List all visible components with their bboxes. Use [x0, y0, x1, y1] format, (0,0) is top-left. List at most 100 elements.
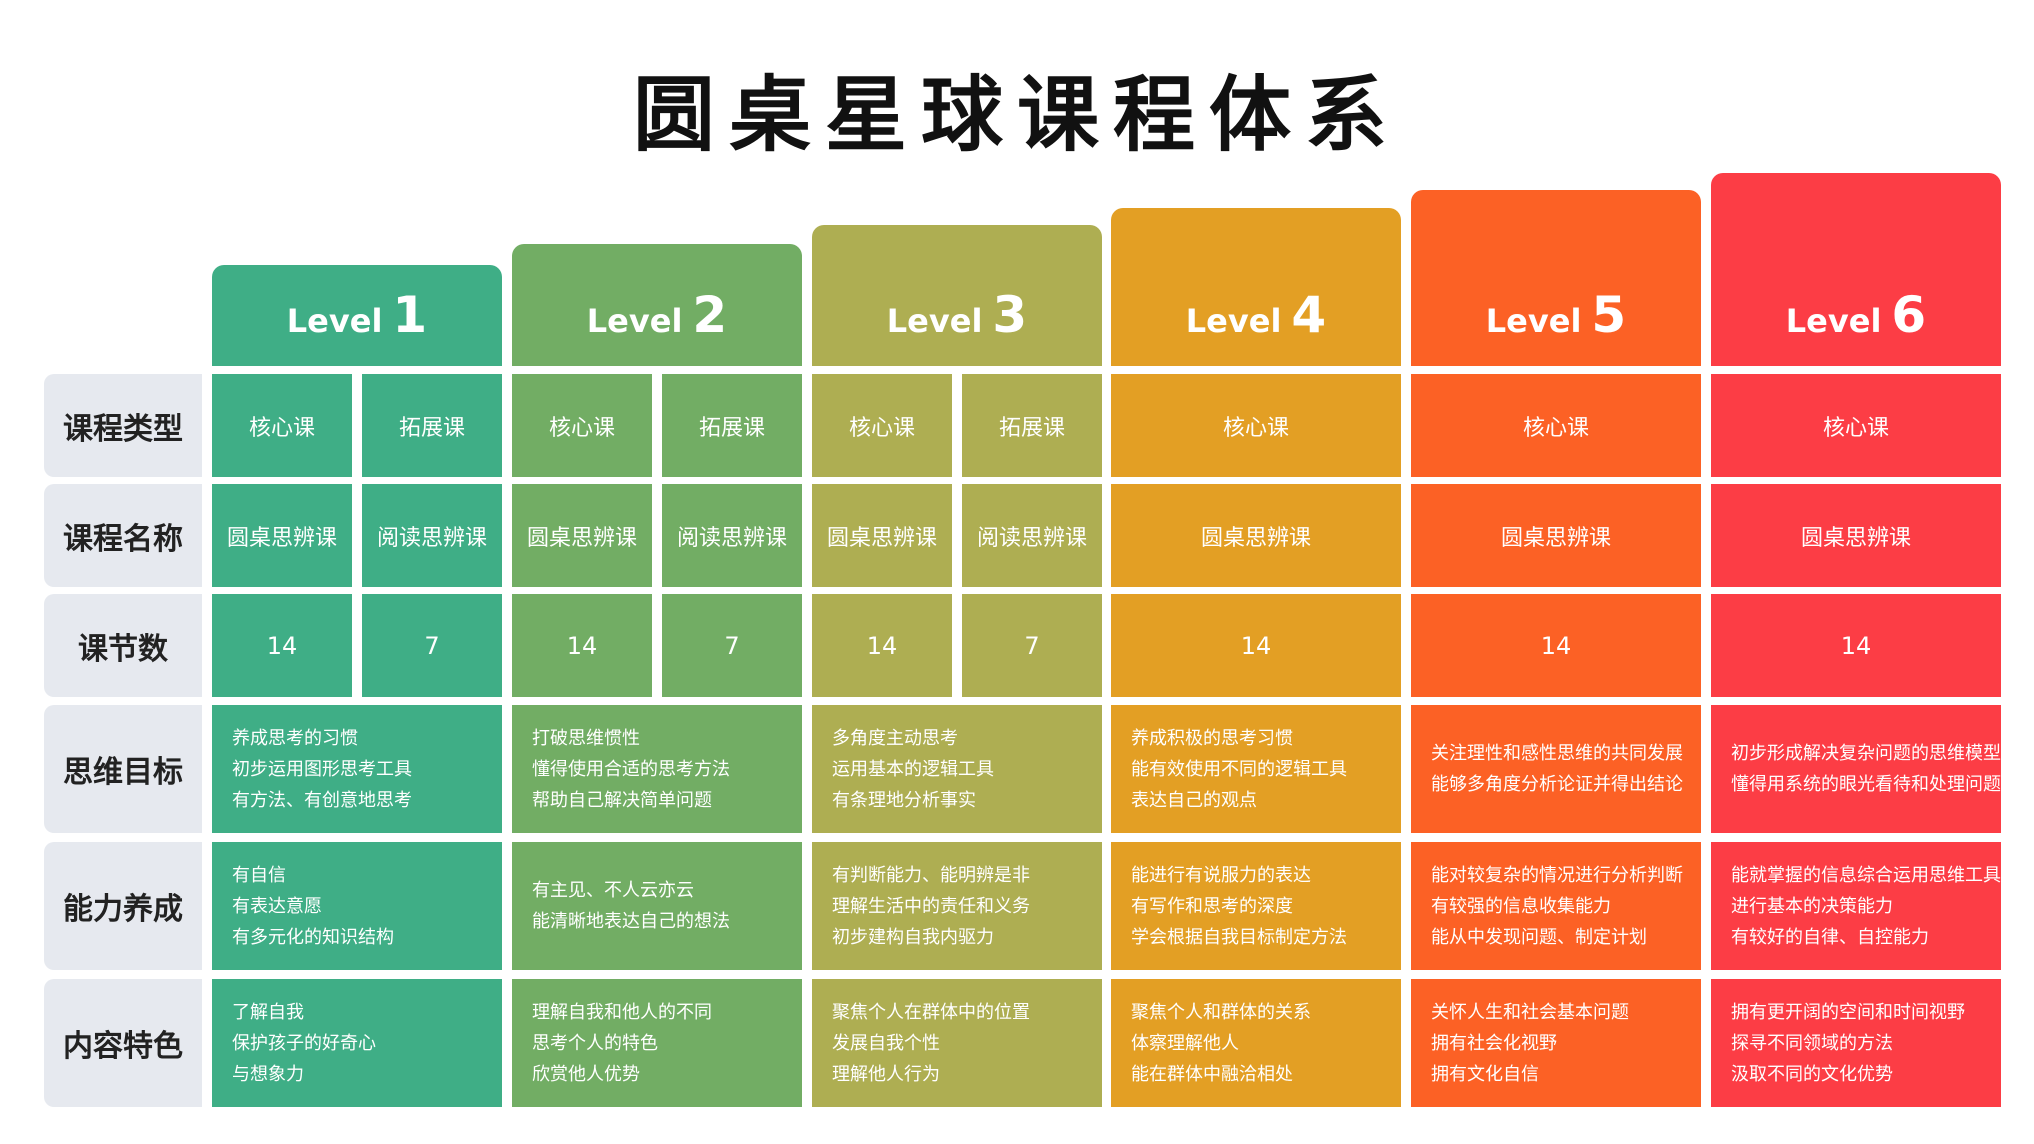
- cell-thinking-goal: 初步形成解决复杂问题的思维模型懂得用系统的眼光看待和处理问题: [1711, 705, 2001, 833]
- ability-line: 有自信: [232, 864, 286, 886]
- cell-lesson-count: 14: [1111, 594, 1401, 697]
- ability-line: 有多元化的知识结构: [232, 926, 394, 948]
- ability-line: 理解生活中的责任和义务: [832, 895, 1030, 917]
- thinking-goal-line: 帮助自己解决简单问题: [532, 789, 712, 811]
- cell-course-name: 阅读思辨课: [362, 484, 502, 587]
- cell-content-feature: 关怀人生和社会基本问题拥有社会化视野拥有文化自信: [1411, 979, 1701, 1107]
- cell-course-type: 核心课: [1111, 374, 1401, 477]
- cell-course-name: 阅读思辨课: [962, 484, 1102, 587]
- content-feature-line: 拥有更开阔的空间和时间视野: [1731, 1001, 1965, 1023]
- row-header-course-name: 课程名称: [44, 484, 202, 587]
- thinking-goal-line: 懂得用系统的眼光看待和处理问题: [1731, 774, 2001, 795]
- cell-thinking-goal: 多角度主动思考运用基本的逻辑工具有条理地分析事实: [812, 705, 1102, 833]
- thinking-goal-line: 懂得使用合适的思考方法: [532, 758, 730, 780]
- level-word: Level: [1485, 302, 1582, 340]
- content-feature-line: 拥有社会化视野: [1431, 1032, 1557, 1054]
- ability-line: 进行基本的决策能力: [1731, 895, 1893, 917]
- cell-course-name: 圆桌思辨课: [1711, 484, 2001, 587]
- cell-course-type: 拓展课: [662, 374, 802, 477]
- cell-course-name: 圆桌思辨课: [1411, 484, 1701, 587]
- ability-line: 初步建构自我内驱力: [832, 926, 994, 948]
- content-feature-line: 体察理解他人: [1131, 1032, 1239, 1054]
- content-feature-line: 保护孩子的好奇心: [232, 1032, 376, 1054]
- ability-line: 有表达意愿: [232, 895, 322, 917]
- level-word: Level: [1785, 302, 1882, 340]
- thinking-goal-lines: 多角度主动思考运用基本的逻辑工具有条理地分析事实: [832, 723, 994, 816]
- thinking-goal-lines: 打破思维惯性懂得使用合适的思考方法帮助自己解决简单问题: [532, 723, 730, 816]
- ability-line: 有主见、不人云亦云: [532, 880, 694, 901]
- ability-lines: 能进行有说服力的表达有写作和思考的深度学会根据自我目标制定方法: [1131, 860, 1347, 953]
- level-word: Level: [886, 302, 983, 340]
- content-feature-line: 理解自我和他人的不同: [532, 1001, 712, 1023]
- ability-line: 有较好的自律、自控能力: [1731, 926, 1929, 948]
- content-feature-line: 与想象力: [232, 1063, 304, 1085]
- ability-line: 能就掌握的信息综合运用思维工具: [1731, 864, 2001, 886]
- cell-ability: 有主见、不人云亦云能清晰地表达自己的想法: [512, 842, 802, 970]
- cell-course-type: 核心课: [512, 374, 652, 477]
- thinking-goal-line: 有条理地分析事实: [832, 789, 976, 811]
- cell-thinking-goal: 养成思考的习惯初步运用图形思考工具有方法、有创意地思考: [212, 705, 502, 833]
- level-number: 3: [992, 286, 1028, 344]
- thinking-goal-line: 多角度主动思考: [832, 727, 958, 749]
- ability-lines: 有自信有表达意愿有多元化的知识结构: [232, 860, 394, 953]
- content-feature-lines: 理解自我和他人的不同思考个人的特色欣赏他人优势: [532, 997, 712, 1090]
- cell-lesson-count: 7: [362, 594, 502, 697]
- cell-lesson-count: 14: [1711, 594, 2001, 697]
- thinking-goal-line: 养成积极的思考习惯: [1131, 727, 1293, 749]
- cell-thinking-goal: 打破思维惯性懂得使用合适的思考方法帮助自己解决简单问题: [512, 705, 802, 833]
- cell-lesson-count: 7: [962, 594, 1102, 697]
- cell-course-type: 拓展课: [962, 374, 1102, 477]
- cell-lesson-count: 7: [662, 594, 802, 697]
- ability-line: 能对较复杂的情况进行分析判断: [1431, 864, 1683, 886]
- level-number: 4: [1291, 286, 1327, 344]
- content-feature-line: 能在群体中融洽相处: [1131, 1063, 1293, 1085]
- ability-lines: 有主见、不人云亦云能清晰地表达自己的想法: [532, 875, 730, 937]
- ability-line: 有写作和思考的深度: [1131, 895, 1293, 917]
- content-feature-line: 发展自我个性: [832, 1032, 940, 1054]
- level-word: Level: [1185, 302, 1282, 340]
- level-number: 2: [692, 286, 728, 344]
- cell-thinking-goal: 关注理性和感性思维的共同发展能够多角度分析论证并得出结论: [1411, 705, 1701, 833]
- cell-course-type: 核心课: [212, 374, 352, 477]
- cell-course-name: 圆桌思辨课: [812, 484, 952, 587]
- cell-lesson-count: 14: [812, 594, 952, 697]
- thinking-goal-line: 初步运用图形思考工具: [232, 758, 412, 780]
- level-number: 5: [1591, 286, 1627, 344]
- thinking-goal-line: 运用基本的逻辑工具: [832, 758, 994, 780]
- thinking-goal-line: 关注理性和感性思维的共同发展: [1431, 743, 1683, 764]
- cell-course-type: 核心课: [1411, 374, 1701, 477]
- cell-course-type: 拓展课: [362, 374, 502, 477]
- cell-course-name: 圆桌思辨课: [212, 484, 352, 587]
- row-header-content-feature: 内容特色: [44, 979, 202, 1107]
- cell-content-feature: 聚焦个人和群体的关系体察理解他人能在群体中融洽相处: [1111, 979, 1401, 1107]
- ability-line: 学会根据自我目标制定方法: [1131, 926, 1347, 948]
- ability-line: 有判断能力、能明辨是非: [832, 864, 1030, 886]
- ability-line: 有较强的信息收集能力: [1431, 895, 1611, 917]
- thinking-goal-lines: 关注理性和感性思维的共同发展能够多角度分析论证并得出结论: [1431, 738, 1683, 800]
- thinking-goal-lines: 初步形成解决复杂问题的思维模型懂得用系统的眼光看待和处理问题: [1731, 738, 2001, 800]
- ability-lines: 有判断能力、能明辨是非理解生活中的责任和义务初步建构自我内驱力: [832, 860, 1030, 953]
- thinking-goal-lines: 养成思考的习惯初步运用图形思考工具有方法、有创意地思考: [232, 723, 412, 816]
- cell-content-feature: 拥有更开阔的空间和时间视野探寻不同领域的方法汲取不同的文化优势: [1711, 979, 2001, 1107]
- content-feature-line: 理解他人行为: [832, 1063, 940, 1085]
- cell-ability: 能就掌握的信息综合运用思维工具进行基本的决策能力有较好的自律、自控能力: [1711, 842, 2001, 970]
- cell-ability: 能进行有说服力的表达有写作和思考的深度学会根据自我目标制定方法: [1111, 842, 1401, 970]
- cell-content-feature: 了解自我保护孩子的好奇心与想象力: [212, 979, 502, 1107]
- row-header-thinking-goal: 思维目标: [44, 705, 202, 833]
- cell-content-feature: 理解自我和他人的不同思考个人的特色欣赏他人优势: [512, 979, 802, 1107]
- content-feature-lines: 聚焦个人在群体中的位置发展自我个性理解他人行为: [832, 997, 1030, 1090]
- level-word: Level: [286, 302, 383, 340]
- page-title: 圆桌星球课程体系: [632, 68, 1401, 163]
- row-header-lesson-count: 课节数: [44, 594, 202, 697]
- ability-lines: 能对较复杂的情况进行分析判断有较强的信息收集能力能从中发现问题、制定计划: [1431, 860, 1683, 953]
